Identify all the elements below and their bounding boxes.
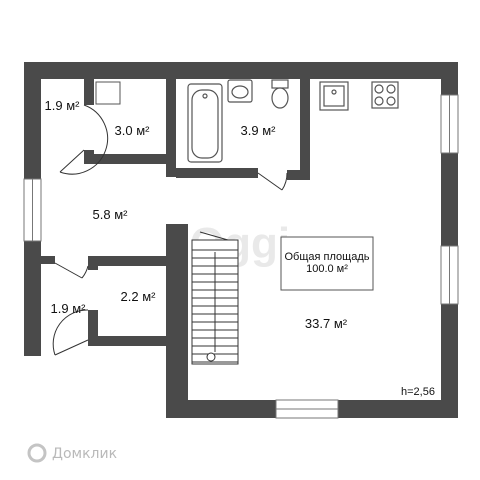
- room-area-bathroom: 3.9 м²: [241, 123, 277, 138]
- room-area-closet-top: 3.0 м²: [115, 123, 151, 138]
- exterior-walls: [24, 62, 458, 418]
- stove-icon: [371, 81, 399, 109]
- summary-title: Общая площадь: [285, 251, 370, 263]
- closet-shelf: [95, 81, 121, 105]
- room-area-wc-bottom: 1.9 м²: [51, 301, 87, 316]
- toilet-icon: [271, 79, 289, 109]
- ceiling-height: h=2,56: [401, 386, 435, 398]
- summary-value: 100.0 м²: [306, 263, 348, 275]
- room-area-hall: 5.8 м²: [93, 207, 129, 222]
- kitchen-sink-icon: [319, 81, 349, 111]
- summary-box: [280, 236, 374, 291]
- room-area-living-kitchen: 33.7 м²: [305, 316, 348, 331]
- brand-text: Домклик: [52, 446, 117, 462]
- interior-walls: [41, 79, 310, 346]
- staircase: [191, 239, 239, 365]
- brand-logo: Домклик: [27, 443, 117, 463]
- windows: [23, 94, 459, 419]
- sink-icon: [227, 79, 253, 103]
- room-area-wc-top: 1.9 м²: [45, 98, 81, 113]
- bathtub-icon: [187, 83, 223, 163]
- room-area-closet-bottom: 2.2 м²: [121, 289, 157, 304]
- doors: [52, 104, 288, 356]
